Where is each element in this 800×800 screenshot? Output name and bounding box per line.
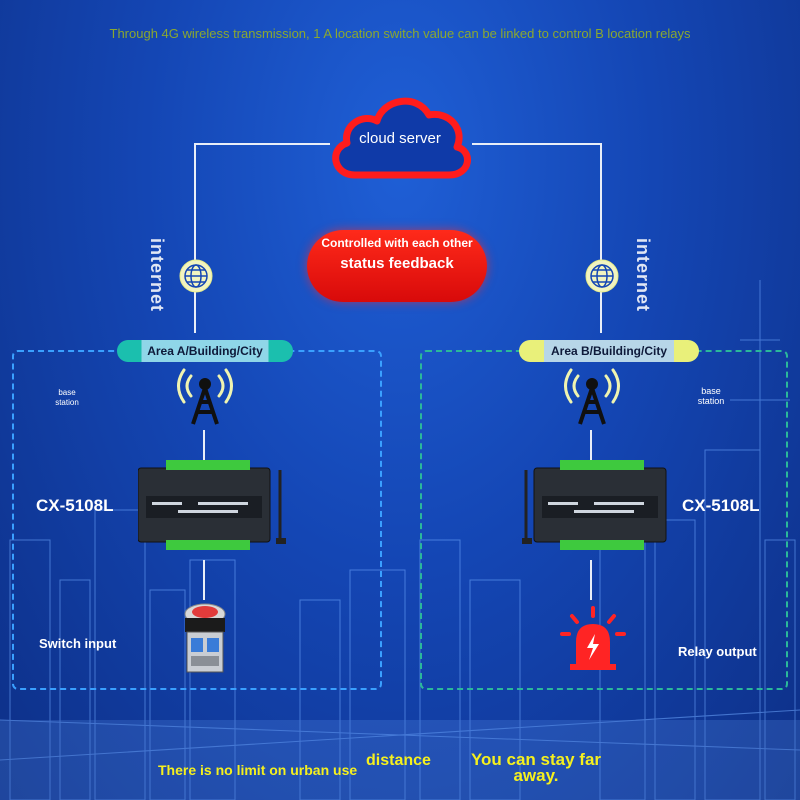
- footer-left-text: There is no limit on urban use: [158, 762, 358, 778]
- connector-line: [194, 143, 330, 145]
- footer-right-text: You can stay far away.: [470, 750, 602, 785]
- device-model-b: CX-5108L: [682, 496, 760, 515]
- globe-icon: [179, 259, 213, 293]
- controller-device-icon: [138, 460, 286, 550]
- connector-line: [590, 430, 592, 462]
- relay-output-label: Relay output: [678, 644, 757, 659]
- feedback-line1: Controlled with each other: [321, 236, 473, 250]
- cloud-icon: [332, 97, 471, 179]
- area-b-title: Area B/Building/City: [519, 340, 699, 362]
- cloud-server-label: cloud server: [359, 130, 441, 147]
- connector-line: [590, 560, 592, 600]
- base-station-tower-icon: [564, 368, 620, 425]
- controller-device-icon: [522, 460, 667, 550]
- connector-line: [472, 143, 602, 145]
- area-a-title: Area A/Building/City: [117, 340, 293, 362]
- header-caption: Through 4G wireless transmission, 1 A lo…: [109, 26, 691, 41]
- push-button-switch-icon: [184, 603, 226, 673]
- connector-line: [194, 143, 196, 333]
- base-station-label-b: base station: [697, 386, 725, 406]
- switch-input-label: Switch input: [39, 636, 117, 651]
- connector-line: [203, 430, 205, 462]
- connector-line: [600, 143, 602, 333]
- feedback-line2: status feedback: [340, 255, 454, 272]
- base-station-tower-icon: [177, 368, 233, 425]
- globe-icon: [585, 259, 619, 293]
- base-station-label-a: base station: [55, 388, 79, 407]
- city-skyline-background: [0, 280, 800, 800]
- footer-middle-text: distance: [366, 752, 431, 769]
- alarm-light-icon: [560, 606, 626, 670]
- device-model-a: CX-5108L: [36, 496, 114, 515]
- connector-line: [203, 560, 205, 600]
- feedback-badge: Controlled with each other status feedba…: [307, 230, 487, 302]
- internet-label-right: internet: [633, 238, 653, 313]
- internet-label-left: internet: [147, 238, 167, 313]
